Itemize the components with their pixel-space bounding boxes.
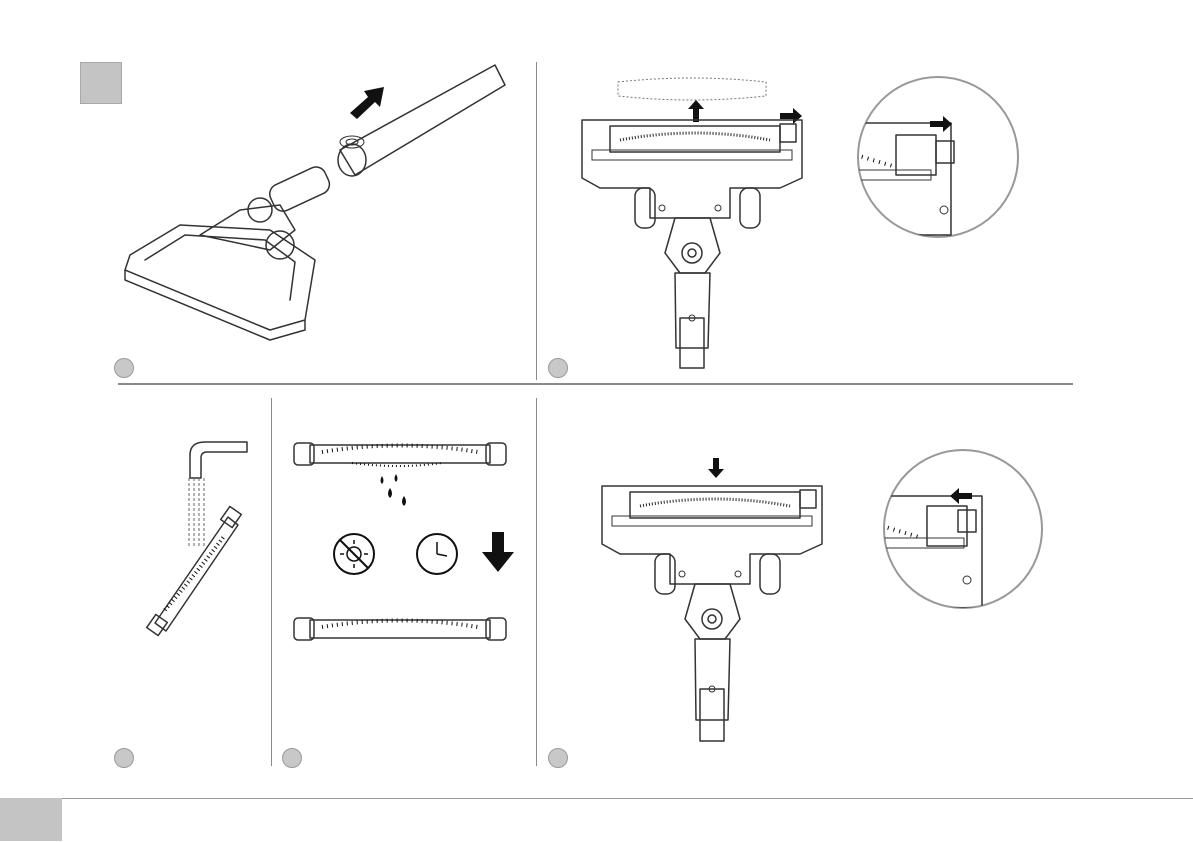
vacuum-floor-head	[120, 170, 350, 330]
faucet-icon	[185, 440, 250, 480]
step-badge-3	[114, 748, 134, 768]
divider-bottom-vertical-2	[536, 398, 537, 766]
zoom-slide-arrow-icon	[930, 116, 952, 132]
section-marker-box	[80, 62, 122, 104]
step-badge-2	[548, 358, 568, 378]
zoom-detail-circle	[856, 75, 1020, 239]
pull-arrow-icon	[348, 85, 388, 121]
step-badge-5	[548, 748, 568, 768]
brushroll-rinse-icon	[140, 505, 250, 635]
step-badge-4	[282, 748, 302, 768]
no-sun-icon	[332, 532, 376, 576]
water-drops-icon	[372, 472, 416, 512]
insert-arrow-icon	[708, 458, 724, 478]
extension-tube	[330, 60, 510, 190]
clock-icon	[415, 532, 459, 576]
floor-head-refit-view	[600, 484, 830, 748]
zoom-detail-circle-refit	[882, 448, 1044, 610]
floor-head-top-view	[580, 118, 810, 376]
divider-horizontal	[118, 383, 1073, 385]
footer-bar	[0, 798, 1193, 842]
down-arrow-icon	[482, 532, 514, 572]
lock-arrow-icon	[950, 488, 972, 504]
brushroll-wet-icon	[292, 435, 510, 471]
footer-page-tab	[0, 798, 62, 841]
step-badge-1	[114, 358, 134, 378]
brushroll-dry-icon	[292, 610, 510, 646]
divider-top-vertical	[536, 62, 537, 380]
divider-bottom-vertical-1	[271, 398, 272, 766]
